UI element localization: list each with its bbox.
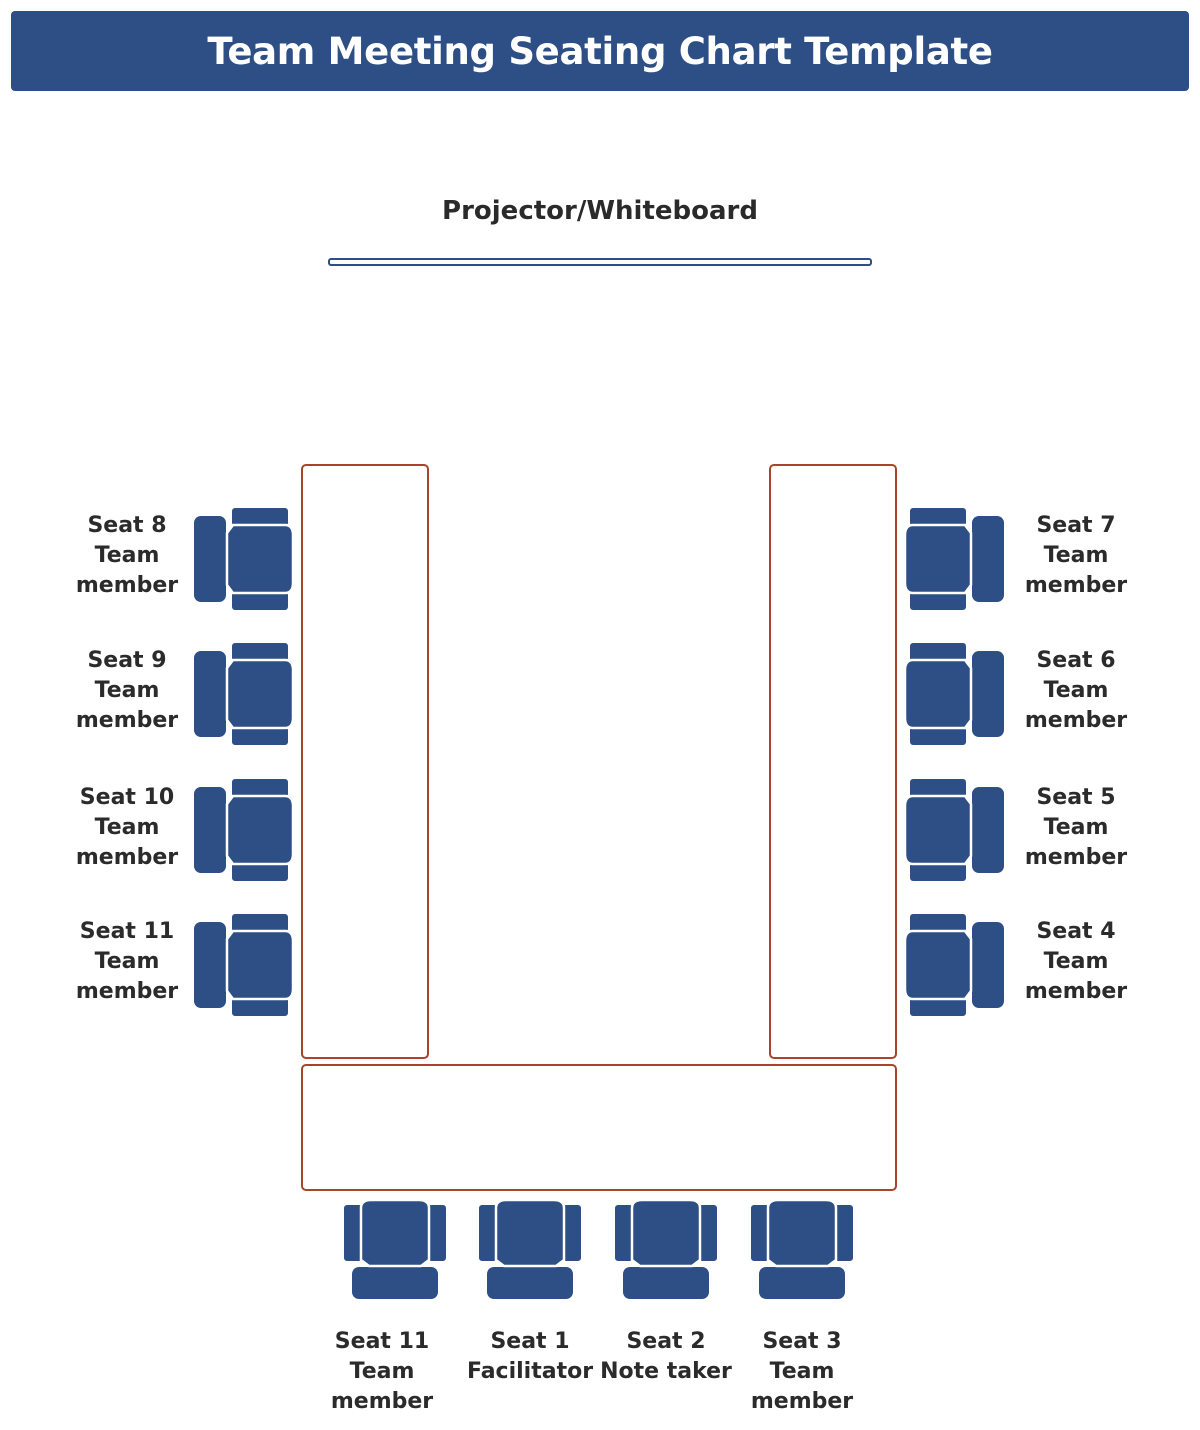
armchair-icon xyxy=(903,507,1004,611)
seat-role: Team xyxy=(1043,678,1109,703)
seat-number: Seat 1 xyxy=(490,1329,570,1354)
seat-number: Seat 11 xyxy=(334,1329,430,1354)
seat-role: Team xyxy=(769,1359,835,1384)
seat-role: Team xyxy=(349,1359,415,1384)
table-right xyxy=(769,464,897,1059)
seat-role: Team xyxy=(1043,543,1109,568)
chair-bottom-3 xyxy=(614,1196,718,1300)
seat-number: Seat 9 xyxy=(87,648,167,673)
seat-role: member xyxy=(330,1389,434,1414)
seat-number: Seat 7 xyxy=(1036,513,1116,538)
armchair-icon xyxy=(903,913,1004,1017)
seat-number: Seat 8 xyxy=(87,513,167,538)
seat-label: Seat 5 Team member xyxy=(1006,783,1146,873)
armchair-icon xyxy=(194,778,295,882)
seat-label: Seat 11 Team member xyxy=(57,917,197,1007)
seat-role: member xyxy=(75,845,179,870)
seat-role: member xyxy=(1024,979,1128,1004)
seat-role: member xyxy=(75,708,179,733)
seat-label: Seat 8 Team member xyxy=(57,511,197,601)
seat-label: Seat 11 Team member xyxy=(312,1327,452,1417)
seat-number: Seat 4 xyxy=(1036,919,1116,944)
seat-role: member xyxy=(750,1389,854,1414)
armchair-icon xyxy=(194,507,295,611)
seat-role: Team xyxy=(1043,949,1109,974)
chair-bottom-1 xyxy=(343,1196,447,1300)
chair-left-4 xyxy=(193,913,297,1017)
chair-right-1 xyxy=(901,507,1005,611)
whiteboard xyxy=(328,258,872,266)
seat-role: member xyxy=(75,573,179,598)
armchair-icon xyxy=(903,778,1004,882)
seat-label: Seat 4 Team member xyxy=(1006,917,1146,1007)
chair-left-3 xyxy=(193,778,297,882)
armchair-icon xyxy=(478,1198,582,1299)
seat-role: Team xyxy=(94,543,160,568)
seat-role: member xyxy=(1024,845,1128,870)
seat-role: member xyxy=(1024,708,1128,733)
seat-role: Team xyxy=(1043,815,1109,840)
chair-left-2 xyxy=(193,642,297,746)
seat-label: Seat 7 Team member xyxy=(1006,511,1146,601)
seat-number: Seat 11 xyxy=(79,919,175,944)
seat-role: Team xyxy=(94,815,160,840)
chair-left-1 xyxy=(193,507,297,611)
table-bottom xyxy=(301,1064,897,1191)
seat-role: member xyxy=(1024,573,1128,598)
header-banner: Team Meeting Seating Chart Template xyxy=(11,11,1189,91)
seat-label: Seat 3 Team member xyxy=(732,1327,872,1417)
seat-label: Seat 1 Facilitator xyxy=(460,1327,600,1387)
chair-bottom-2 xyxy=(478,1196,582,1300)
seat-label: Seat 9 Team member xyxy=(57,646,197,736)
armchair-icon xyxy=(343,1198,447,1299)
page-title: Team Meeting Seating Chart Template xyxy=(207,29,993,73)
armchair-icon xyxy=(194,913,295,1017)
seat-role: member xyxy=(75,979,179,1004)
armchair-icon xyxy=(614,1198,718,1299)
seat-number: Seat 10 xyxy=(79,785,175,810)
chair-right-2 xyxy=(901,642,1005,746)
whiteboard-label: Projector/Whiteboard xyxy=(442,196,758,226)
armchair-icon xyxy=(903,642,1004,746)
seat-number: Seat 6 xyxy=(1036,648,1116,673)
seat-role: Facilitator xyxy=(466,1359,594,1384)
chair-bottom-4 xyxy=(750,1196,854,1300)
seat-role: Team xyxy=(94,949,160,974)
chair-right-4 xyxy=(901,913,1005,1017)
chair-right-3 xyxy=(901,778,1005,882)
armchair-icon xyxy=(194,642,295,746)
seat-label: Seat 10 Team member xyxy=(57,783,197,873)
seat-number: Seat 5 xyxy=(1036,785,1116,810)
seat-label: Seat 2 Note taker xyxy=(596,1327,736,1387)
seat-number: Seat 3 xyxy=(762,1329,842,1354)
seat-role: Team xyxy=(94,678,160,703)
seat-label: Seat 6 Team member xyxy=(1006,646,1146,736)
seat-role: Note taker xyxy=(600,1359,732,1384)
table-left xyxy=(301,464,429,1059)
armchair-icon xyxy=(750,1198,854,1299)
seat-number: Seat 2 xyxy=(626,1329,706,1354)
